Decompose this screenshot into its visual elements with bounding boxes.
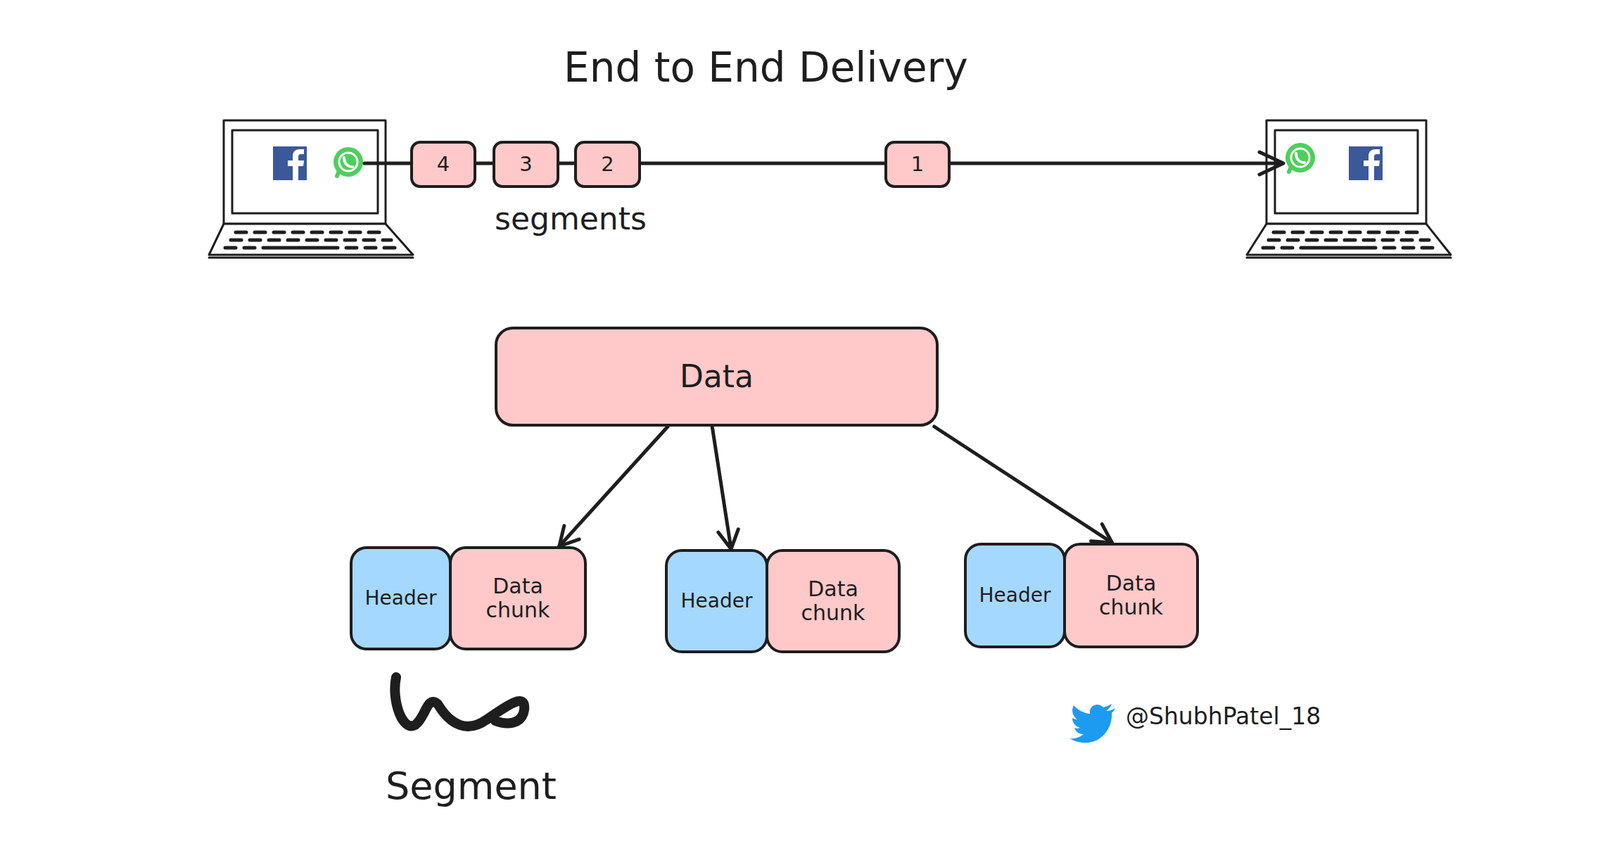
header-box: Header: [349, 545, 452, 651]
node-text: Data: [679, 358, 754, 395]
segments-label: segments: [494, 200, 647, 237]
header-box: Header: [664, 548, 769, 653]
node-text: 1: [911, 152, 924, 176]
node-text: Data chunk: [1092, 571, 1171, 620]
node-text: 4: [436, 152, 450, 176]
segment-box: 1: [884, 140, 951, 188]
header-box: Header: [963, 542, 1066, 649]
whatsapp-icon: [333, 147, 364, 177]
node-text: Data chunk: [479, 574, 557, 623]
node-text: Data chunk: [794, 576, 872, 626]
brace-scribble: [394, 676, 525, 727]
node-text: Header: [979, 583, 1052, 607]
segment-box: 3: [492, 140, 560, 188]
connector-arrow: [934, 426, 1113, 543]
left-laptop: [208, 120, 414, 258]
twitter-icon: [1069, 703, 1116, 743]
segment-box: 2: [574, 140, 641, 188]
connector-arrow: [559, 426, 668, 546]
twitter-handle: @ShubhPatel_18: [1125, 702, 1321, 730]
diagram-title: End to End Delivery: [563, 43, 969, 92]
data-chunk-box: Data chunk: [448, 545, 587, 651]
segment-box: 4: [410, 140, 477, 188]
data-chunk-box: Data chunk: [1063, 542, 1199, 649]
facebook-icon: [1348, 146, 1383, 181]
right-laptop: [1246, 120, 1451, 258]
facebook-icon: [272, 146, 307, 181]
connector-arrow: [712, 426, 739, 549]
node-text: Header: [365, 586, 437, 610]
node-text: 3: [519, 152, 532, 176]
node-text: Header: [681, 589, 753, 613]
data-box: Data: [494, 326, 939, 427]
segment-label: Segment: [385, 763, 557, 808]
whatsapp-icon: [1285, 142, 1316, 173]
node-text: 2: [600, 152, 614, 176]
data-chunk-box: Data chunk: [765, 548, 901, 653]
